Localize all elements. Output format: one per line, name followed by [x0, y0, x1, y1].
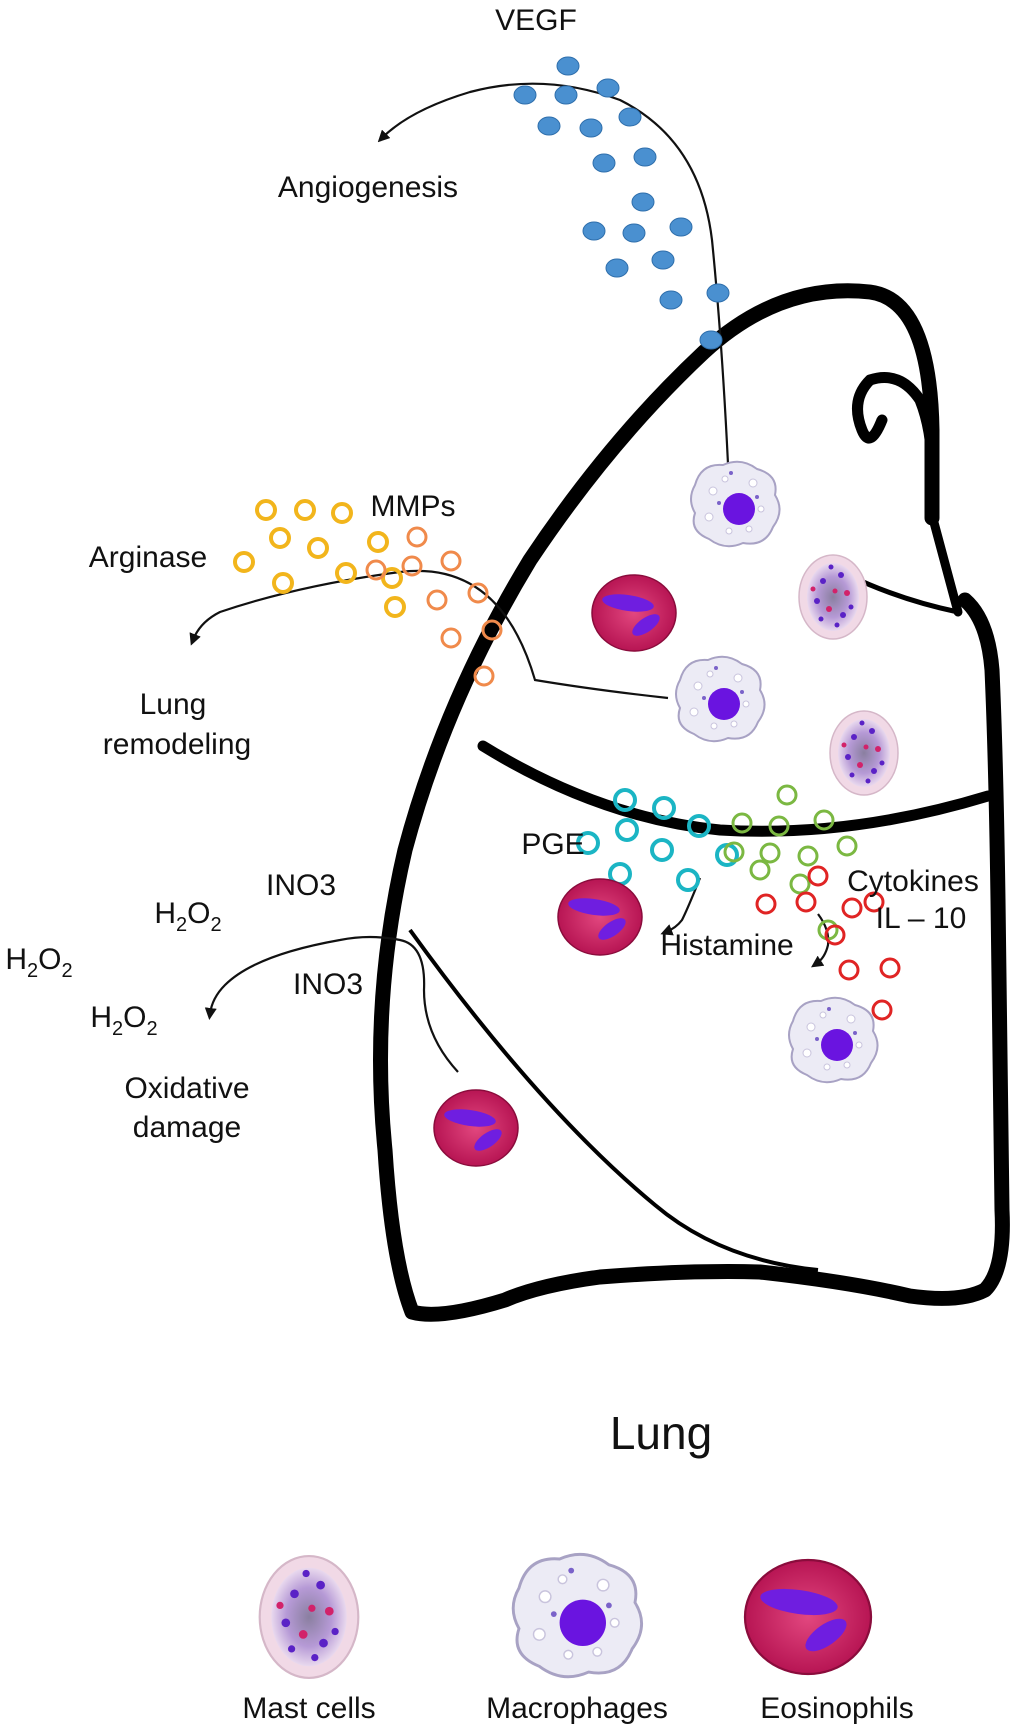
- vegf-label: VEGF: [495, 4, 577, 37]
- ino3-label-upper: INO3: [266, 869, 336, 902]
- h2o2-label-2: H2O2: [5, 943, 72, 982]
- oxidative-damage-label-line2: damage: [133, 1111, 241, 1144]
- oxidative-damage-label-line1: Oxidative: [124, 1072, 249, 1105]
- il10-rings: [755, 865, 901, 1021]
- h2o2-label-1: H2O2: [154, 897, 221, 936]
- ino3-label-lower: INO3: [293, 968, 363, 1001]
- arginase-label: Arginase: [89, 541, 207, 574]
- legend-label: Eosinophils: [760, 1692, 913, 1724]
- legend-label: Mast cells: [242, 1692, 375, 1724]
- vegf-dots: [513, 56, 730, 350]
- eosinophil-icon: [743, 1558, 873, 1676]
- cytokine-rings: [723, 784, 858, 941]
- legend-item-macrophages: Macrophages: [486, 1552, 668, 1724]
- cytokines-label: Cytokines: [847, 865, 979, 898]
- lung-remodeling-label-line2: remodeling: [103, 728, 251, 761]
- il10-label: IL – 10: [876, 902, 967, 935]
- legend-item-eosinophils: Eosinophils: [743, 1558, 914, 1724]
- legend-item-mast-cells: Mast cells: [242, 1555, 376, 1724]
- histamine-label: Histamine: [660, 929, 793, 962]
- angiogenesis-label: Angiogenesis: [278, 171, 458, 204]
- legend: Mast cells Macrophages Eosinophils: [242, 1552, 914, 1724]
- arginase-rings: [233, 499, 406, 618]
- pge-label: PGE: [521, 828, 584, 861]
- lung-outline: [373, 283, 1010, 1322]
- diagram-labels: VEGF Angiogenesis MMPs Arginase Lung rem…: [5, 4, 978, 1459]
- macrophage-icon: [511, 1552, 644, 1679]
- legend-label: Macrophages: [486, 1692, 668, 1724]
- mmp-rings: [365, 526, 503, 687]
- lung-label: Lung: [610, 1407, 712, 1459]
- mmps-label: MMPs: [371, 490, 456, 523]
- mast-cell-icon: [258, 1555, 360, 1679]
- lung-remodeling-label-line1: Lung: [140, 688, 207, 721]
- h2o2-label-3: H2O2: [90, 1001, 157, 1040]
